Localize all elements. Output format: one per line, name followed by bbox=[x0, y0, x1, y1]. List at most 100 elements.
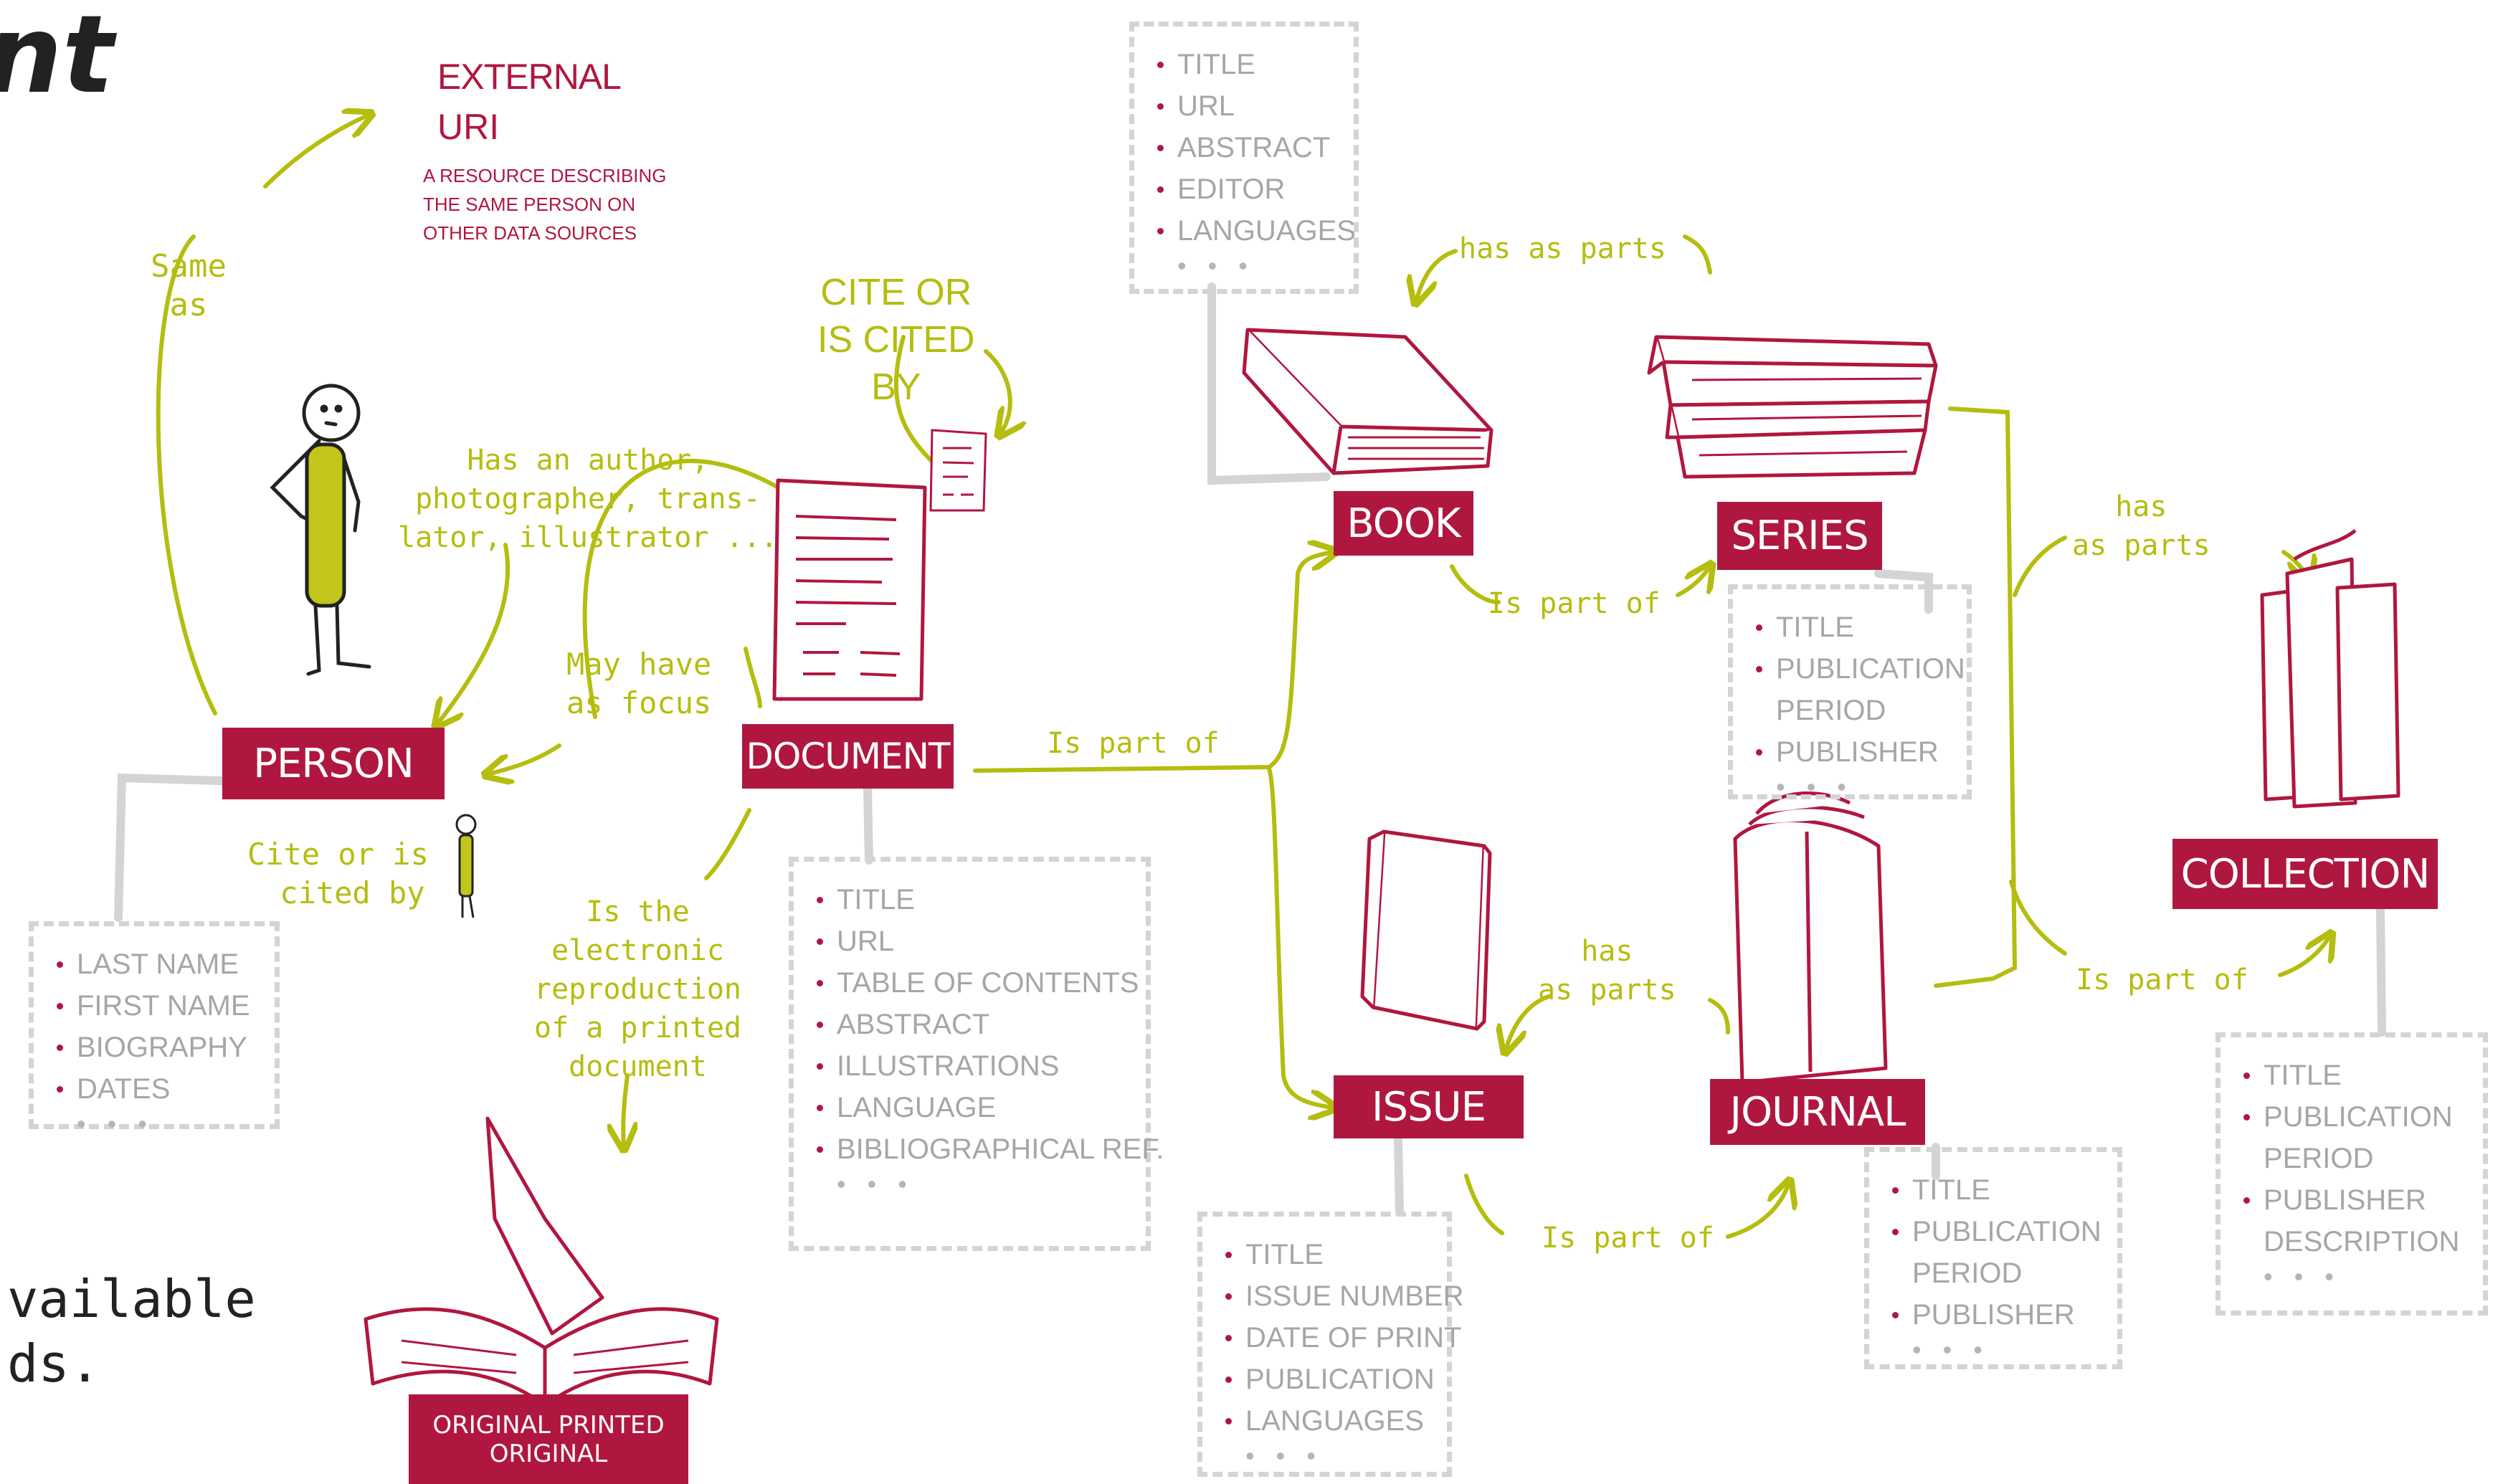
collection-attribute-item: PERIOD bbox=[2264, 1143, 2374, 1174]
relation-document-part-of: Is part of bbox=[1047, 727, 1220, 760]
relation-journal-has-parts-line-2: as parts bbox=[1538, 974, 1676, 1007]
small-document-icon bbox=[929, 429, 987, 512]
relation-person-cite-line-2: cited by bbox=[280, 875, 425, 910]
node-book: BOOK bbox=[1334, 491, 1473, 556]
relation-cite: CITE OR IS CITED BY bbox=[817, 269, 975, 411]
external-uri-desc-2: THE SAME PERSON ON bbox=[423, 194, 636, 215]
external-uri-desc-1: A RESOURCE DESCRIBING bbox=[423, 165, 667, 186]
person-attribute-item: BIOGRAPHY bbox=[55, 1027, 265, 1068]
relation-issue-part-of: Is part of bbox=[1542, 1222, 1714, 1255]
book-attribute-item: LANGUAGES bbox=[1156, 210, 1356, 252]
relation-series-has-parts-line-2: as parts bbox=[2072, 529, 2210, 562]
collection-attribute-item: PUBLICATION bbox=[2242, 1096, 2473, 1138]
original-label-line-2: ORIGINAL bbox=[489, 1439, 608, 1468]
body-text-fragment-1: vailable bbox=[7, 1269, 256, 1329]
relation-same-as: Same as bbox=[151, 247, 227, 325]
document-attribute-item: TITLE bbox=[815, 879, 1136, 921]
document-attribute-item: URL bbox=[815, 921, 1136, 962]
relation-series-has-parts-line-1: has bbox=[2115, 490, 2167, 523]
person-attribute-item: FIRST NAME bbox=[55, 985, 265, 1027]
book-attribute-item: URL bbox=[1156, 85, 1344, 127]
journal-attribute-item: PUBLICATION bbox=[1891, 1211, 2107, 1252]
relation-cite-line-3: BY bbox=[871, 366, 921, 408]
external-uri-desc-3: OTHER DATA SOURCES bbox=[423, 222, 637, 244]
issue-attribute-item: TITLE bbox=[1224, 1234, 1437, 1275]
open-book-icon bbox=[364, 1116, 719, 1407]
journal-attribute-item: PERIOD bbox=[1912, 1257, 2023, 1289]
node-person: PERSON bbox=[222, 728, 445, 799]
issue-attributes-ellipsis: • • • bbox=[1245, 1441, 1323, 1470]
collection-attributes-ellipsis: • • • bbox=[2264, 1262, 2341, 1291]
issue-attribute-item: PUBLICATION bbox=[1224, 1359, 1437, 1400]
relation-person-cite: Cite or is cited by bbox=[247, 835, 429, 913]
relation-has-author: Has an author, photographer, trans- lato… bbox=[398, 441, 778, 557]
relation-series-has-parts: has as parts bbox=[2072, 487, 2210, 565]
document-attribute-item: LANGUAGE bbox=[815, 1087, 1136, 1128]
relation-has-author-line-2: photographer, trans- bbox=[415, 482, 761, 515]
book-attribute-item: TITLE bbox=[1156, 44, 1344, 85]
relation-book-part-of: Is part of bbox=[1488, 587, 1661, 620]
node-collection: COLLECTION bbox=[2172, 839, 2438, 909]
relation-cite-line-2: IS CITED bbox=[817, 319, 975, 361]
journal-attribute-item: PUBLISHER bbox=[1891, 1294, 2107, 1336]
node-original-printed: ORIGINAL PRINTED ORIGINAL bbox=[409, 1394, 688, 1484]
relation-focus-line-1: May have bbox=[566, 647, 712, 682]
relation-has-author-line-3: lator, illustrator ... bbox=[398, 521, 778, 554]
relation-electronic-reproduction: Is the electronic reproduction of a prin… bbox=[534, 893, 741, 1086]
journal-attribute-item: TITLE bbox=[1891, 1169, 2107, 1211]
person-attribute-item: DATES bbox=[55, 1068, 265, 1110]
node-journal: JOURNAL bbox=[1710, 1079, 1925, 1145]
small-figure-icon bbox=[455, 814, 477, 918]
collection-attribute-item: PUBLISHER bbox=[2242, 1179, 2473, 1221]
collection-attribute-item: TITLE bbox=[2242, 1055, 2473, 1096]
relation-has-author-line-1: Has an author, bbox=[467, 444, 709, 477]
document-page-icon bbox=[772, 478, 927, 701]
relation-same-as-line-2: as bbox=[169, 287, 208, 323]
journal-icon bbox=[1733, 791, 1888, 1085]
collection-attribute-item: DESCRIPTION bbox=[2264, 1226, 2460, 1257]
relation-may-have-focus: May have as focus bbox=[566, 645, 711, 723]
relation-repro-line-4: of a printed bbox=[534, 1012, 741, 1045]
node-series: SERIES bbox=[1717, 502, 1882, 570]
relation-repro-line-1: Is the bbox=[586, 895, 690, 928]
relation-collection-part-of: Is part of bbox=[2076, 964, 2248, 997]
series-attribute-item: TITLE bbox=[1754, 607, 1957, 648]
series-attribute-item: PUBLICATION bbox=[1754, 648, 1965, 690]
external-uri-title-2: URI bbox=[437, 107, 500, 147]
series-attributes-ellipsis: • • • bbox=[1776, 772, 1853, 802]
book-stack-icon bbox=[1647, 335, 1938, 479]
document-attributes-ellipsis: • • • bbox=[837, 1169, 914, 1199]
relation-person-cite-line-1: Cite or is bbox=[247, 837, 429, 872]
person-attributes-ellipsis: • • • bbox=[77, 1109, 154, 1138]
series-attribute-item: PERIOD bbox=[1776, 695, 1886, 726]
relation-focus-line-2: as focus bbox=[566, 685, 712, 720]
original-label-line-1: ORIGINAL PRINTED bbox=[432, 1410, 665, 1440]
document-attribute-item: ILLUSTRATIONS bbox=[815, 1045, 1136, 1087]
person-attribute-item: LAST NAME bbox=[55, 943, 265, 985]
book-attributes-ellipsis: • • • bbox=[1177, 251, 1255, 280]
external-uri-title-1: EXTERNAL bbox=[437, 57, 622, 97]
document-attribute-item: ABSTRACT bbox=[815, 1004, 1136, 1045]
relation-book-has-parts: has as parts bbox=[1459, 232, 1666, 265]
book-attribute-item: EDITOR bbox=[1156, 168, 1344, 210]
book-attribute-item: ABSTRACT bbox=[1156, 127, 1344, 168]
books-collection-icon bbox=[2260, 529, 2400, 809]
relation-repro-line-5: document bbox=[569, 1050, 707, 1083]
body-text-fragment-2: ds. bbox=[7, 1333, 101, 1394]
relation-same-as-line-1: Same bbox=[151, 248, 227, 285]
relation-repro-line-3: reproduction bbox=[534, 973, 741, 1006]
relation-journal-has-parts: has as parts bbox=[1538, 932, 1676, 1009]
document-attribute-item: TABLE OF CONTENTS bbox=[815, 962, 1139, 1004]
magazine-icon bbox=[1360, 829, 1492, 1031]
journal-attributes-ellipsis: • • • bbox=[1912, 1335, 1990, 1364]
node-document: DOCUMENT bbox=[742, 724, 954, 789]
issue-attribute-item: DATE OF PRINT bbox=[1224, 1317, 1461, 1359]
